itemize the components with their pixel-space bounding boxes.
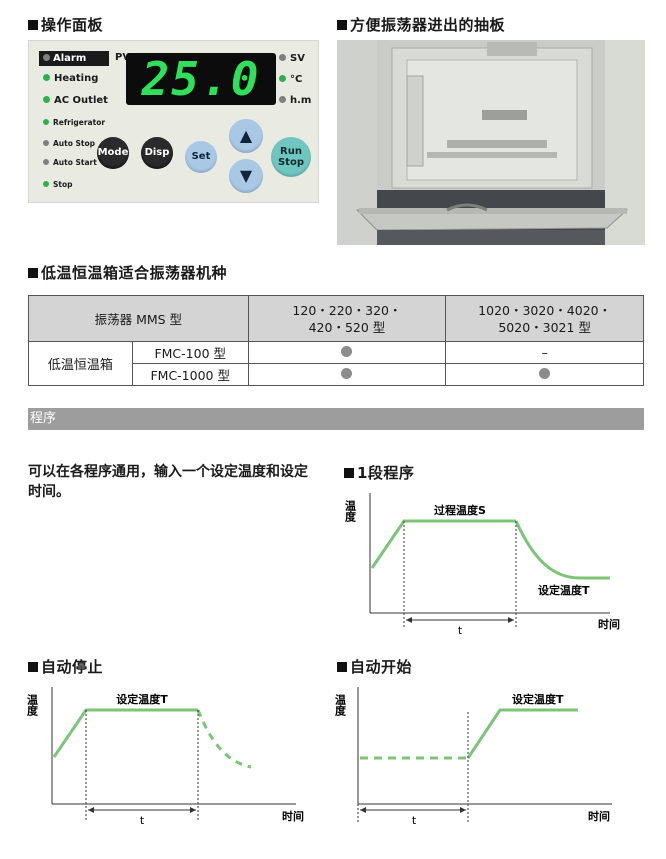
hm-indicator: h.m (279, 95, 311, 107)
table-header-right: 1020・3020・4020・5020・3021 型 (445, 295, 644, 342)
auto-start-diagram: 温度 t 设定温度T 时间 (334, 687, 612, 827)
compatible-dot-icon (341, 346, 353, 357)
compatible-dot-icon (539, 368, 551, 379)
drawer-photo-illustration (337, 40, 645, 245)
set-temp-label: 设定温度T (512, 692, 564, 706)
stop-indicator: Stop (43, 179, 73, 191)
table-cell-right (445, 363, 644, 386)
program-section-bar: 程序 (28, 408, 644, 430)
y-axis-label: 温度 (334, 693, 347, 717)
set-button[interactable]: Set (185, 141, 217, 173)
program-description: 可以在各程序通用，输入一个设定温度和设定时间。 (28, 464, 308, 500)
x-axis-label: 时间 (588, 809, 610, 823)
x-axis-label: 时间 (598, 617, 620, 631)
table-cell-mid (247, 363, 447, 386)
refrigerator-indicator: Refrigerator (43, 117, 105, 129)
panel-section-title: 操作面板 (28, 14, 103, 35)
auto-stop-title: 自动停止 (28, 656, 103, 677)
t-label: t (140, 814, 145, 827)
table-cell-mid (247, 341, 447, 364)
compatible-dot-icon (341, 368, 353, 379)
display-value: 25.0 (141, 52, 261, 106)
down-button[interactable]: ▼ (229, 159, 263, 193)
drawer-photo (337, 40, 645, 245)
disp-button[interactable]: Disp (141, 137, 173, 169)
auto-start-title: 自动开始 (337, 656, 412, 677)
table-row-group: 低温恒温箱 (28, 341, 133, 386)
y-axis-label: 温度 (26, 693, 39, 717)
temperature-display: 25.0 (126, 53, 276, 105)
table-cell-model: FMC-1000 型 (131, 363, 249, 386)
celsius-indicator: °C (279, 74, 302, 86)
drawer-section-title: 方便振荡器进出的抽板 (337, 14, 505, 35)
table-cell-model: FMC-100 型 (131, 341, 249, 364)
one-stage-title: 1段程序 (344, 462, 414, 483)
auto-stop-diagram: 温度 t 设定温度T 时间 (26, 687, 304, 827)
auto-start-indicator: Auto Start (43, 157, 97, 169)
down-arrow-icon: ▼ (239, 166, 253, 185)
cooldown-line (514, 520, 610, 580)
heating-indicator: Heating (43, 73, 98, 85)
alarm-indicator: Alarm (39, 51, 109, 66)
x-axis-label: 时间 (282, 809, 304, 823)
table-row: FMC-1000 型 (29, 363, 644, 386)
set-temp-label: 设定温度T (538, 583, 590, 597)
mode-button[interactable]: Mode (97, 137, 129, 169)
one-stage-diagram: 温度 t 过程温度S 设定温度T 时间 (344, 493, 620, 637)
up-arrow-icon: ▲ (239, 126, 253, 145)
sv-indicator: SV (279, 53, 305, 65)
process-temp-label: 过程温度S (434, 503, 486, 517)
t-label: t (458, 624, 463, 637)
table-row: 低温恒温箱 FMC-100 型 – (28, 341, 644, 386)
compat-section-title: 低温恒温箱适合振荡器机种 (28, 262, 227, 283)
up-button[interactable]: ▲ (229, 119, 263, 153)
table-cell-right: – (445, 341, 644, 364)
temperature-line (52, 708, 198, 758)
t-label: t (412, 814, 417, 827)
y-axis-label: 温度 (344, 499, 357, 523)
set-temp-label: 设定温度T (116, 692, 168, 706)
table-header-model: 振荡器 MMS 型 (28, 295, 249, 342)
auto-stop-indicator: Auto Stop (43, 138, 95, 150)
cooldown-dashed-line (196, 709, 252, 769)
ac-outlet-indicator: AC Outlet (43, 95, 108, 107)
control-panel-image: Alarm PV Heating AC Outlet Refrigerator … (28, 40, 319, 203)
pv-label: PV (115, 52, 131, 63)
temperature-line (466, 708, 578, 759)
table-header-mid: 120・220・320・420・520 型 (247, 295, 447, 342)
temperature-line (370, 519, 516, 569)
compat-table: 振荡器 MMS 型 120・220・320・420・520 型 1020・302… (28, 295, 644, 386)
